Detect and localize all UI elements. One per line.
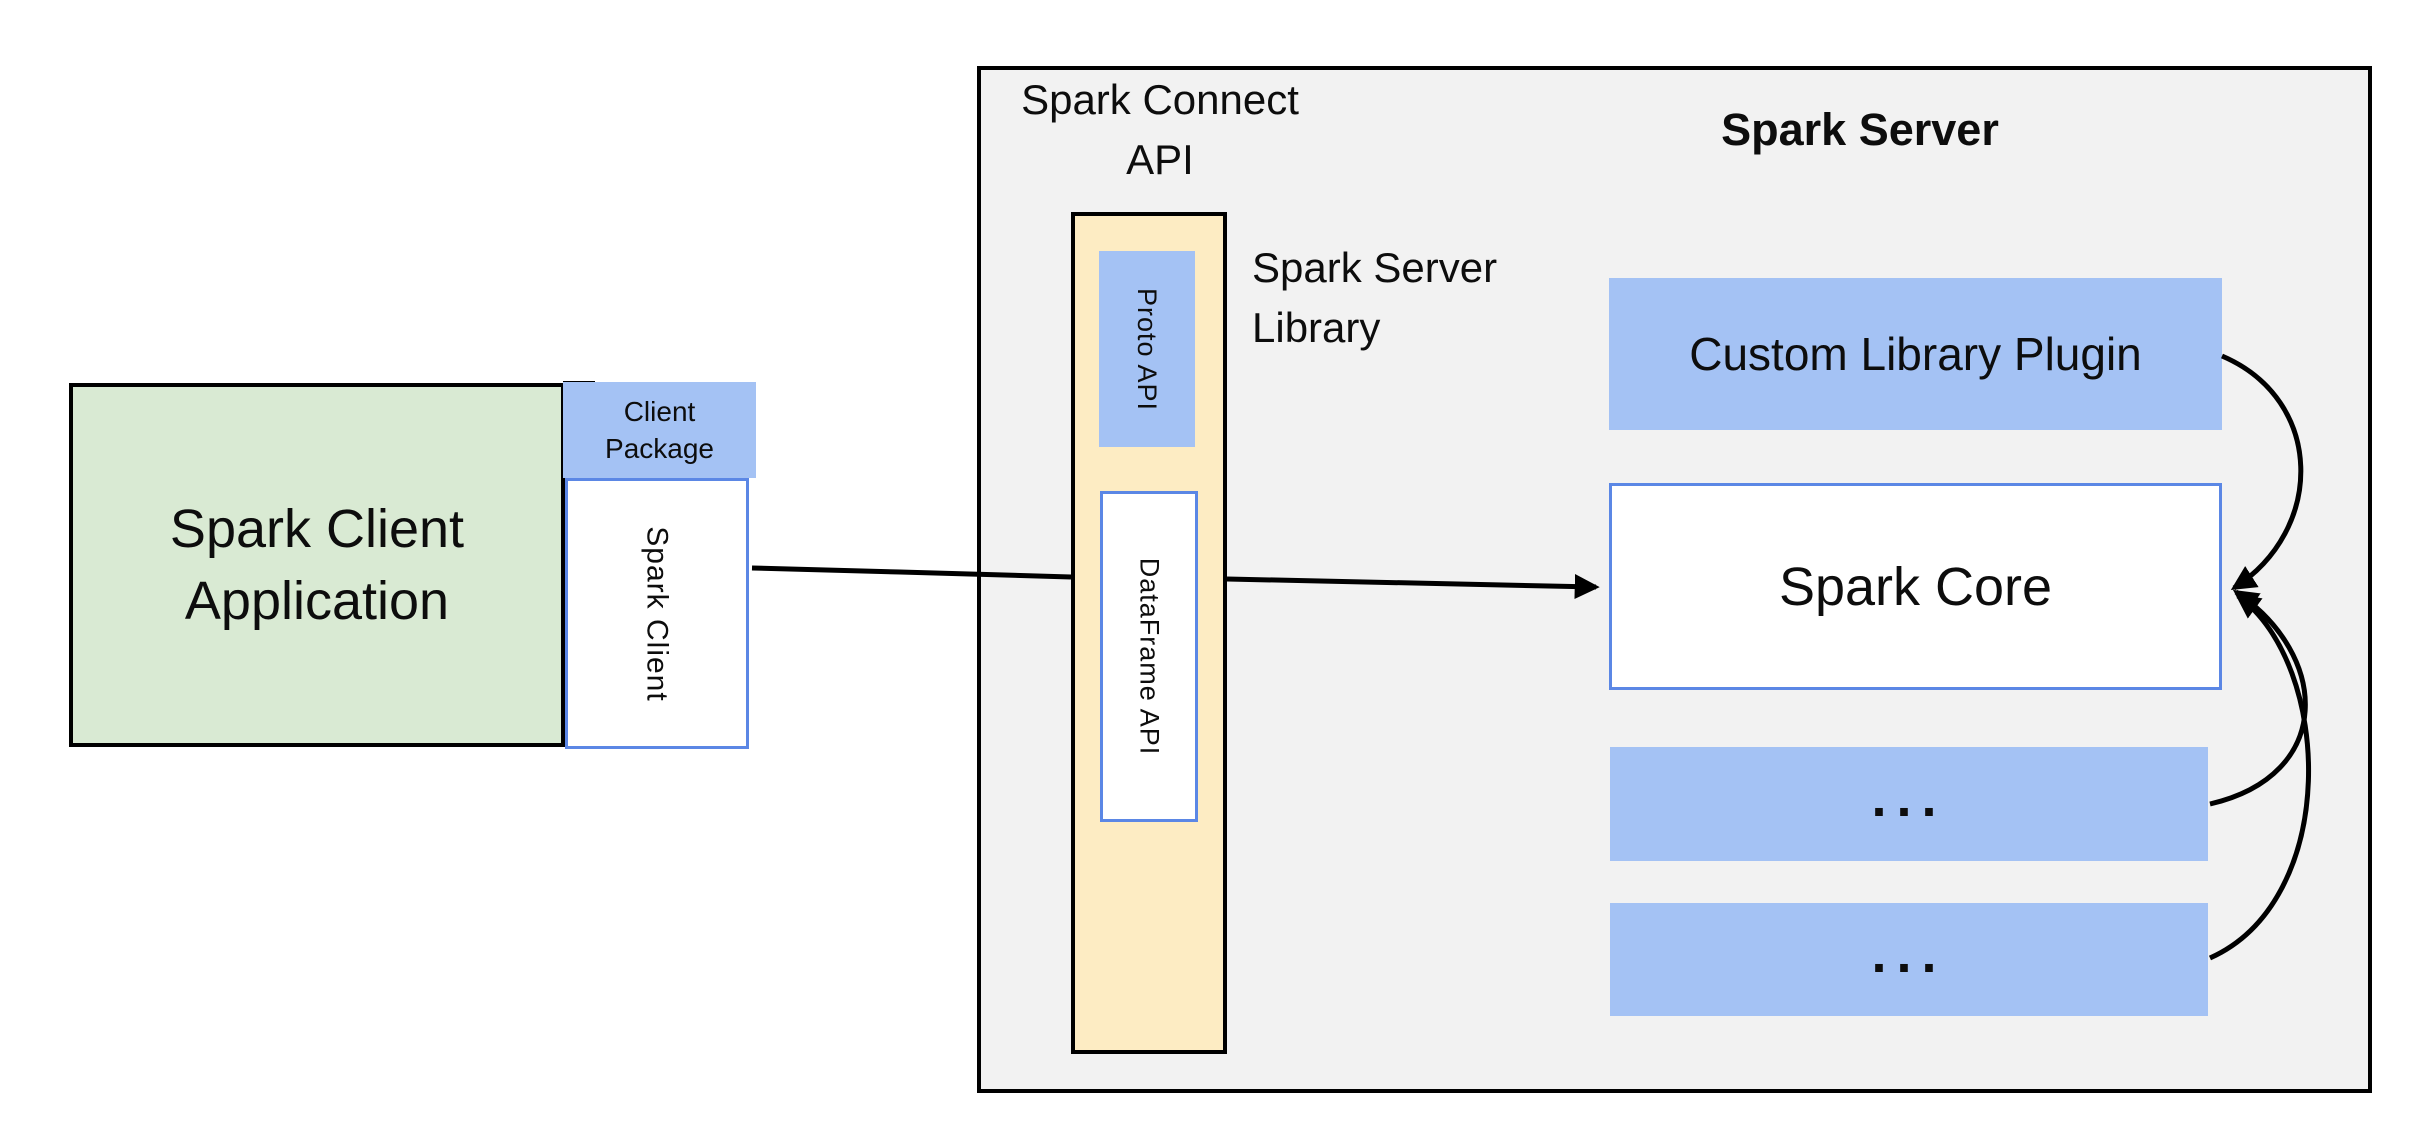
spark-server-library-label: Spark Server Library: [1252, 238, 1672, 358]
dataframe-api-label: DataFrame API: [1134, 557, 1165, 756]
spark-client-label: Spark Client: [641, 525, 674, 702]
extra-plugin-box-2: ...: [1610, 903, 2208, 1016]
proto-api-box: Proto API: [1099, 251, 1195, 447]
proto-api-label: Proto API: [1132, 287, 1163, 411]
extra-plugin-box-1: ...: [1610, 747, 2208, 861]
spark-core-label: Spark Core: [1778, 556, 2053, 617]
spark-core-box: Spark Core: [1609, 483, 2222, 690]
client-package-label-line1: Client: [623, 396, 696, 427]
spark-connect-api-label-line1: Spark Connect: [1021, 76, 1299, 123]
spark-client-application-label-line1: Spark Client: [169, 499, 465, 559]
dataframe-api-box: DataFrame API: [1100, 491, 1198, 822]
custom-library-plugin-box: Custom Library Plugin: [1609, 278, 2222, 430]
spark-client-application-box: Spark Client Application: [69, 383, 565, 747]
spark-client-application-label-line2: Application: [184, 571, 450, 631]
client-package-label-line2: Package: [605, 433, 714, 464]
spark-connect-api-label: Spark Connect API: [1000, 70, 1320, 190]
spark-client-application-label: Spark Client Application: [73, 387, 561, 743]
spark-server-library-label-line2: Library: [1252, 304, 1381, 351]
custom-library-plugin-label: Custom Library Plugin: [1689, 328, 2142, 380]
spark-server-title: Spark Server: [1721, 104, 1999, 155]
spark-client-box: Spark Client: [565, 478, 749, 749]
client-package-box: Client Package: [563, 382, 756, 478]
spark-server-library-label-line1: Spark Server: [1252, 244, 1498, 291]
spark-connect-api-label-line2: API: [1126, 136, 1194, 183]
client-package-label: Client Package: [563, 382, 756, 478]
